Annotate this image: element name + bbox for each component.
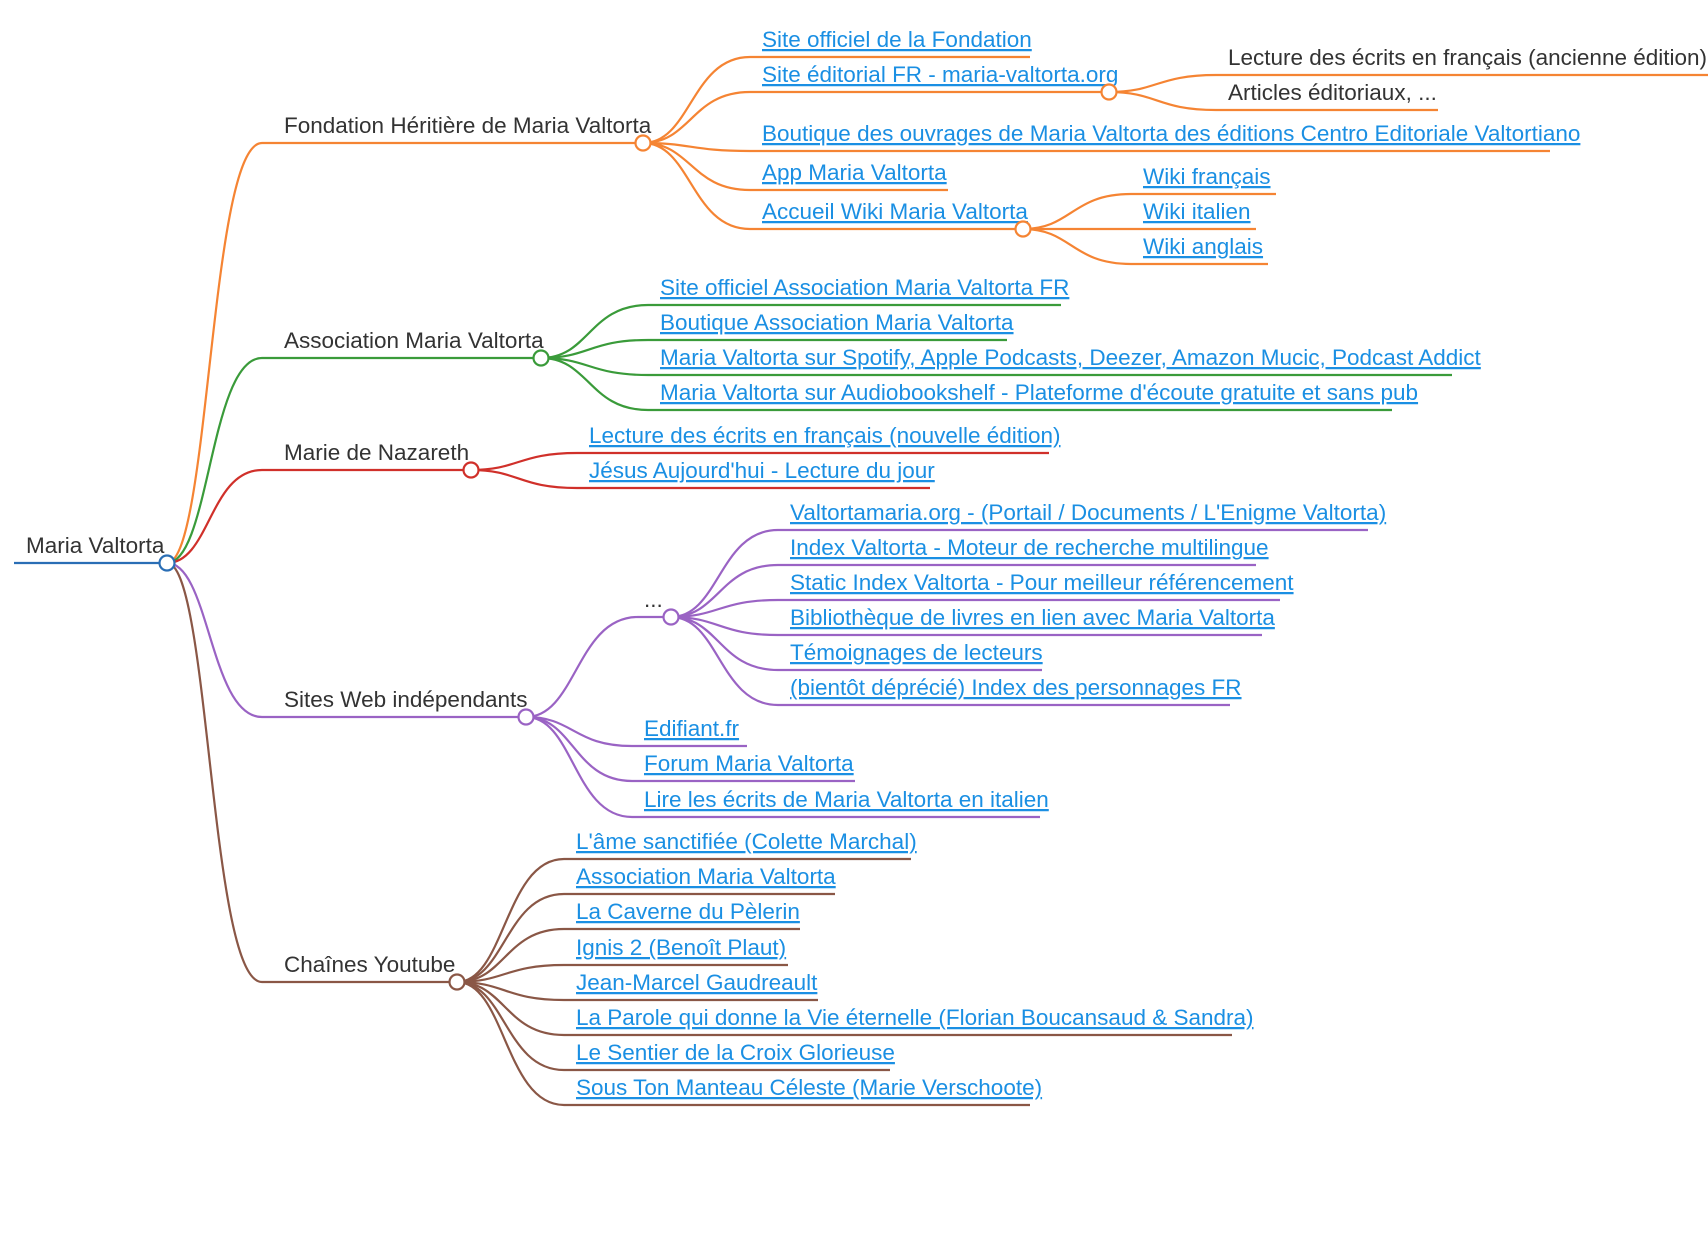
fondation-node-circle[interactable]	[634, 134, 652, 152]
youtube-edge	[166, 561, 263, 984]
root-node-circle[interactable]	[158, 554, 176, 572]
fondation-site-officiel-link[interactable]: Site officiel de la Fondation	[762, 27, 1032, 52]
marie-link-0[interactable]: Lecture des écrits en français (nouvelle…	[589, 423, 1061, 448]
fondation-wiki-link-edge	[642, 141, 751, 231]
youtube-link-6-edge	[456, 980, 565, 1072]
youtube-link-6[interactable]: Le Sentier de la Croix Glorieuse	[576, 1040, 895, 1065]
youtube-link-4[interactable]: Jean-Marcel Gaudreault	[576, 970, 818, 995]
mindmap-labels: Maria Valtorta Fondation Héritière de Mar…	[26, 27, 1707, 1100]
wiki-anglais-link-edge	[1022, 227, 1132, 266]
marie-link-1-edge	[470, 468, 578, 490]
sites-ellipsis-edge	[525, 615, 639, 719]
sites-link-1-edge	[525, 715, 633, 783]
sites-edge	[166, 561, 263, 719]
sites-ellipsis-label: ...	[644, 587, 663, 612]
fondation-app-link-edge	[642, 141, 751, 192]
wiki-italien-link[interactable]: Wiki italien	[1143, 199, 1251, 224]
fondation-boutique-link-edge	[642, 141, 751, 153]
branch-association-label: Association Maria Valtorta	[284, 328, 544, 353]
editorial-articles-label-edge	[1108, 90, 1217, 112]
youtube-node-circle[interactable]	[448, 973, 466, 991]
youtube-link-1-edge	[456, 892, 565, 984]
sites-link-1[interactable]: Forum Maria Valtorta	[644, 751, 854, 776]
sites-sub-link-5[interactable]: (bientôt déprécié) Index des personnages…	[790, 675, 1242, 700]
sites-sub-link-4-edge	[670, 615, 779, 672]
fondation-boutique-link[interactable]: Boutique des ouvrages de Maria Valtorta …	[762, 121, 1580, 146]
marie-node-circle[interactable]	[462, 461, 480, 479]
wiki-anglais-link[interactable]: Wiki anglais	[1143, 234, 1263, 259]
wiki-node-circle[interactable]	[1014, 220, 1032, 238]
sites-link-2-edge	[525, 715, 633, 819]
association-link-1-edge	[540, 338, 649, 360]
fondation-site-officiel-link-edge	[642, 55, 751, 145]
sites-sub-link-5-edge	[670, 615, 779, 707]
sites-node-circle[interactable]	[517, 708, 535, 726]
association-link-2[interactable]: Maria Valtorta sur Spotify, Apple Podcas…	[660, 345, 1482, 370]
fondation-wiki-link[interactable]: Accueil Wiki Maria Valtorta	[762, 199, 1028, 224]
sites-link-2[interactable]: Lire les écrits de Maria Valtorta en ita…	[644, 787, 1049, 812]
wiki-francais-link-edge	[1022, 192, 1132, 231]
mindmap-underlines	[14, 55, 1708, 1107]
association-edge	[166, 356, 263, 565]
sites-sub-link-0-edge	[670, 528, 779, 619]
fondation-site-editorial-link[interactable]: Site éditorial FR - maria-valtorta.org	[762, 62, 1118, 87]
sites-ellipsis-node-circle[interactable]	[662, 608, 680, 626]
fondation-app-link[interactable]: App Maria Valtorta	[762, 160, 947, 185]
sites-sub-link-4[interactable]: Témoignages de lecteurs	[790, 640, 1043, 665]
sites-sub-link-1-edge	[670, 563, 779, 619]
marie-link-1[interactable]: Jésus Aujourd'hui - Lecture du jour	[589, 458, 935, 483]
branch-sites-label: Sites Web indépendants	[284, 687, 528, 712]
association-link-1[interactable]: Boutique Association Maria Valtorta	[660, 310, 1014, 335]
association-link-3[interactable]: Maria Valtorta sur Audiobookshelf - Plat…	[660, 380, 1418, 405]
mindmap-node-circles	[158, 83, 1118, 991]
marie-edge	[166, 468, 263, 565]
youtube-link-5-edge	[456, 980, 565, 1037]
youtube-link-2-edge	[456, 927, 565, 984]
sites-link-0[interactable]: Edifiant.fr	[644, 716, 740, 741]
association-link-0-edge	[540, 303, 649, 360]
branch-youtube-label: Chaînes Youtube	[284, 952, 455, 977]
branch-marie-label: Marie de Nazareth	[284, 440, 469, 465]
fondation-edge	[166, 141, 263, 565]
fondation-site-editorial-link-edge	[642, 90, 751, 145]
youtube-link-3-edge	[456, 963, 565, 984]
sites-sub-link-3[interactable]: Bibliothèque de livres en lien avec Mari…	[790, 605, 1275, 630]
sites-sub-link-1[interactable]: Index Valtorta - Moteur de recherche mul…	[790, 535, 1269, 560]
branch-fondation-label: Fondation Héritière de Maria Valtorta	[284, 113, 652, 138]
association-node-circle[interactable]	[532, 349, 550, 367]
youtube-link-0[interactable]: L'âme sanctifiée (Colette Marchal)	[576, 829, 917, 854]
youtube-link-0-edge	[456, 857, 565, 984]
sites-sub-link-2-edge	[670, 598, 779, 619]
youtube-link-7[interactable]: Sous Ton Manteau Céleste (Marie Verschoo…	[576, 1075, 1042, 1100]
youtube-link-5[interactable]: La Parole qui donne la Vie éternelle (Fl…	[576, 1005, 1254, 1030]
editorial-lecture-ancienne-label: Lecture des écrits en français (ancienne…	[1228, 45, 1707, 70]
youtube-link-2[interactable]: La Caverne du Pèlerin	[576, 899, 800, 924]
youtube-link-7-edge	[456, 980, 565, 1107]
youtube-link-1[interactable]: Association Maria Valtorta	[576, 864, 836, 889]
youtube-link-3[interactable]: Ignis 2 (Benoît Plaut)	[576, 935, 786, 960]
sites-sub-link-2[interactable]: Static Index Valtorta - Pour meilleur ré…	[790, 570, 1294, 595]
editorial-node-circle[interactable]	[1100, 83, 1118, 101]
sites-sub-link-0[interactable]: Valtortamaria.org - (Portail / Documents…	[790, 500, 1386, 525]
editorial-lecture-ancienne-label-edge	[1108, 73, 1217, 94]
mindmap-edges	[166, 55, 1217, 1107]
editorial-articles-label: Articles éditoriaux, ...	[1228, 80, 1437, 105]
wiki-francais-link[interactable]: Wiki français	[1143, 164, 1271, 189]
association-link-0[interactable]: Site officiel Association Maria Valtorta…	[660, 275, 1069, 300]
association-link-3-edge	[540, 356, 649, 412]
marie-link-0-edge	[470, 451, 578, 472]
root-label: Maria Valtorta	[26, 533, 165, 558]
